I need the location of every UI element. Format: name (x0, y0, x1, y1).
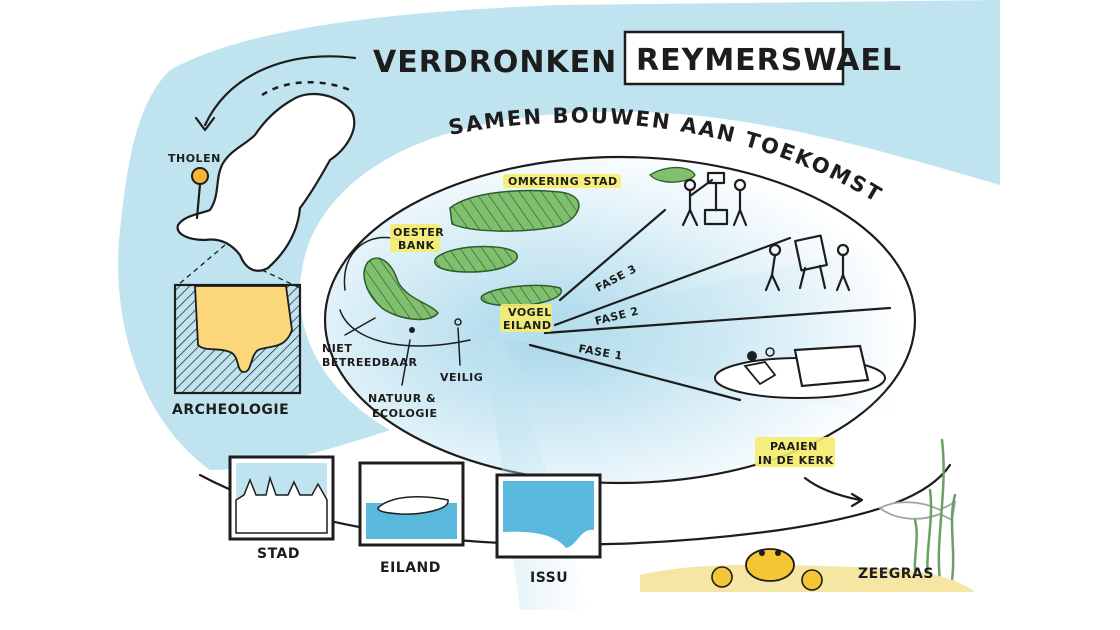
crab-icon (711, 548, 823, 591)
zone-label-veilig: VEILIG (440, 371, 483, 384)
sea-label-zeegras: ZEEGRAS (858, 566, 934, 582)
island-label-vogel-2: EILAND (503, 319, 551, 332)
people-fase1-icon (714, 344, 886, 399)
veilig-pointer (457, 327, 461, 366)
zone-label-natuur-2: ECOLOGIE (372, 407, 438, 420)
paaien-arrow-head (850, 492, 864, 508)
netherlands-map-icon (176, 92, 356, 272)
island-long-left (363, 257, 439, 321)
tholen-pin-line (195, 182, 202, 220)
people-fase3-icon (681, 171, 748, 227)
hl-paaien (755, 437, 835, 467)
island-oesterbank (434, 245, 518, 273)
zone-label-natuur-1: NATUUR & (368, 392, 436, 405)
island-small-top (649, 166, 696, 183)
sea-label-paaien-2: IN DE KERK (758, 454, 834, 467)
phase-ray-2 (553, 236, 792, 327)
tholen-label: THOLEN (168, 152, 221, 165)
zone-dot-veilig (454, 318, 462, 326)
zone-label-niet-2: BETREEDBAAR (322, 356, 417, 369)
title-box (623, 30, 845, 86)
zoom-line-left (177, 244, 226, 286)
timeline-label-eiland: EILAND (380, 560, 441, 576)
hl-vogel (500, 304, 552, 332)
phase-ray-0 (528, 343, 742, 402)
timeline-label-stad: STAD (257, 546, 300, 562)
island-label-oester-2: BANK (398, 239, 435, 252)
seagrass-icon (913, 438, 957, 582)
fish-icon (878, 500, 957, 522)
map-arrow-head (194, 116, 216, 132)
zoom-line-right (261, 269, 301, 289)
hl-omkering (503, 174, 621, 188)
frame-stad-skyline (235, 475, 328, 534)
frame-eiland-island (377, 495, 449, 515)
archeology-shape (194, 285, 293, 373)
phase-ray-3 (558, 208, 667, 302)
map-arrow-curve (203, 55, 357, 127)
island-label-oester-1: OESTER (393, 226, 444, 239)
island-label-vogel-1: VOGEL (508, 306, 552, 319)
tholen-location-pin-icon (191, 167, 209, 185)
zone-dot-natuur (409, 327, 415, 333)
island-label-omkering: OMKERING STAD (508, 175, 618, 188)
sea-label-paaien-1: PAAIEN (770, 440, 818, 453)
island-omkering-stad (449, 189, 580, 232)
timeline-label-issu: ISSU (530, 570, 568, 586)
phase-ray-1 (543, 306, 892, 335)
title-boxed: REYMERSWAEL (636, 43, 902, 78)
natuur-pointer (401, 339, 411, 386)
paaien-arrow (803, 476, 862, 502)
island-vogel (480, 284, 563, 307)
hl-oester (390, 224, 440, 252)
frame-issu-water (503, 481, 594, 548)
niet-pointer (344, 317, 376, 336)
zone-label-niet-1: NIET (322, 342, 352, 355)
people-fase2-icon (764, 234, 851, 292)
archeology-label: ARCHEOLOGIE (172, 402, 289, 418)
